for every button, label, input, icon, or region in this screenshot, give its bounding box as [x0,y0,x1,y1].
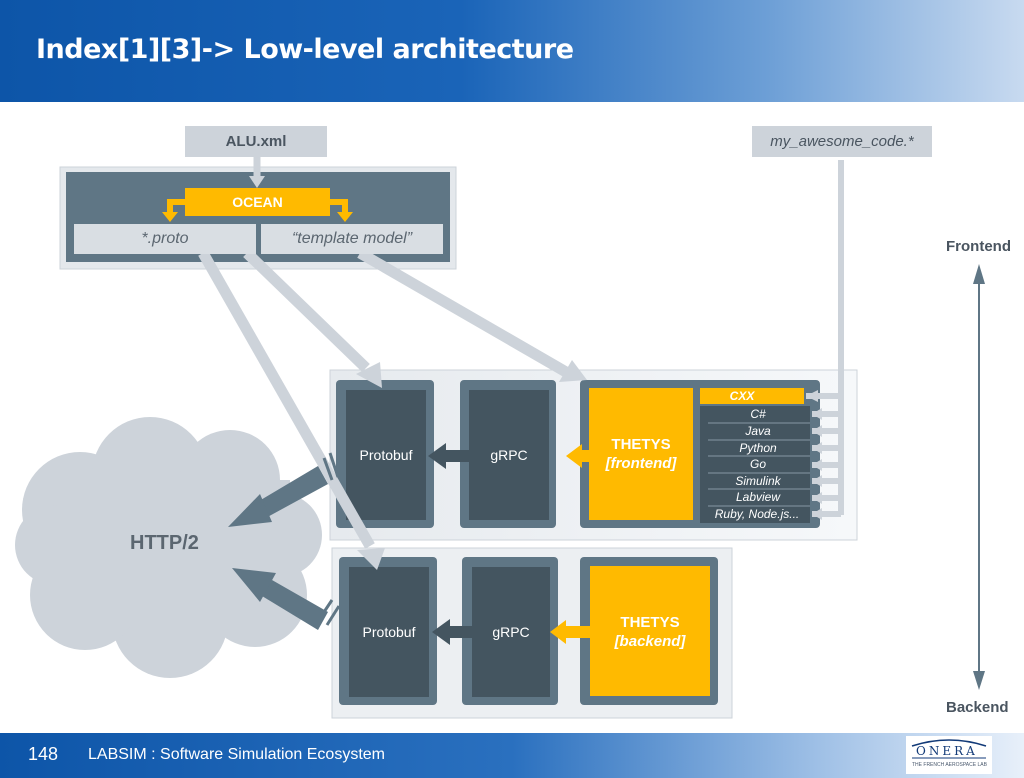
alu-xml-box: ALU.xml [185,126,327,157]
frontend-thetys-role: [frontend] [605,455,677,472]
lang-python: Python [739,441,777,455]
frontend-backend-axis [973,264,985,690]
footer-title: LABSIM : Software Simulation Ecosystem [88,746,385,763]
frontend-grpc-label: gRPC [490,447,528,463]
frontend-protobuf-label: Protobuf [359,447,413,463]
onera-logo-tagline: THE FRENCH AEROSPACE LAB [912,762,987,768]
lang-csharp: C# [750,407,766,421]
lang-cxx: CXX [729,389,755,403]
proto-cell: *.proto [74,224,256,254]
page-number: 148 [28,744,59,764]
template-model-cell: “template model” [261,224,443,254]
backend-thetys-label: THETYS [620,614,680,631]
backend-protobuf-label: Protobuf [362,624,416,640]
lang-go: Go [749,457,766,471]
onera-logo-word: ONERA [916,744,978,758]
backend-thetys-role: [backend] [614,633,686,650]
frontend-thetys-label: THETYS [611,436,671,453]
user-code-box: my_awesome_code.* [752,126,932,157]
ocean-band [185,188,330,216]
slide-title: Index[1][3]-> Low-level architecture [36,34,574,65]
ocean-label: OCEAN [232,194,283,210]
footer-bar [0,733,1024,778]
lang-ruby-node: Ruby, Node.js... [714,507,800,521]
frontend-thetys-block: THETYS [frontend] [589,432,693,476]
onera-logo: ONERA THE FRENCH AEROSPACE LAB [906,736,992,774]
onera-logo-mark [911,739,987,759]
http2-label: HTTP/2 [130,532,199,554]
axis-frontend-label: Frontend [946,238,1011,255]
cloud-shape [15,417,322,678]
lang-java: Java [745,424,771,438]
lang-labview: Labview [735,490,781,504]
lang-simulink: Simulink [735,474,781,488]
backend-thetys-block: THETYS [backend] [590,610,710,654]
backend-grpc-label: gRPC [492,624,530,640]
axis-backend-label: Backend [946,699,1009,716]
header-bar [0,0,1024,102]
